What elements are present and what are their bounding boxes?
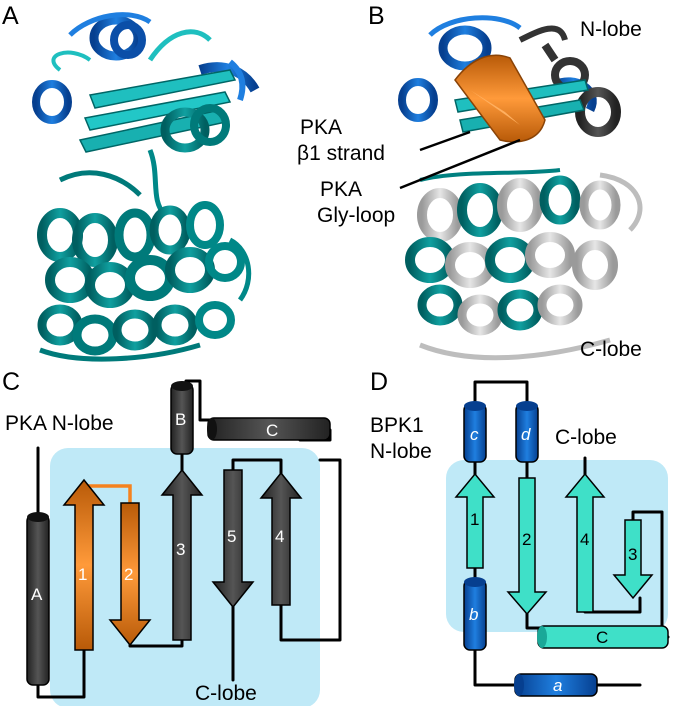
panel-a-n-lobe-helices — [32, 12, 260, 124]
panel-label-c: C — [2, 368, 20, 396]
panel-d-strand-3-label: 3 — [628, 545, 637, 564]
panel-c-helix-a-label: A — [31, 585, 43, 604]
panel-c-strand-2 — [108, 502, 152, 647]
panel-d-title-line2: N-lobe — [370, 440, 432, 463]
panel-b-glyloop-label-line2: Gly-loop — [317, 204, 395, 227]
panel-c-strand-1 — [62, 478, 106, 651]
panel-c-title: PKA N-lobe — [5, 412, 114, 435]
panel-c-strand-4-label: 4 — [275, 527, 284, 546]
panel-d-connector-4-3 — [583, 596, 642, 614]
panel-c-strand-3-label: 3 — [176, 540, 185, 559]
panel-c-strand-3 — [160, 468, 204, 641]
panel-d-connector-2-C — [525, 610, 542, 630]
panel-b-glyloop-pointer — [399, 138, 521, 190]
panel-d-helix-C-label: C — [596, 628, 608, 647]
panel-c-strand-5 — [211, 469, 255, 609]
panel-c-strand-1-label: 1 — [78, 565, 87, 584]
panel-d-strand-4 — [564, 472, 606, 613]
panel-c-helix-c-label: C — [266, 421, 278, 440]
panel-b-beta1-pointer — [419, 130, 471, 152]
panel-b-c-lobe-label: C-lobe — [580, 338, 642, 361]
panel-d-title-line1: BPK1 — [370, 414, 424, 437]
panel-d-topology: c d b a C 1 2 4 3 BPK1 N-lobe C-lobe — [370, 380, 670, 697]
panel-d-helix-b-label: b — [469, 605, 478, 624]
panel-d-connector-b-a — [473, 648, 520, 687]
panel-b-glyloop-label-line1: PKA — [320, 178, 362, 201]
panel-c-strand-5-label: 5 — [227, 527, 236, 546]
panel-b-n-lobe-label: N-lobe — [580, 18, 642, 41]
panel-d-helix-d-label: d — [521, 425, 531, 444]
panel-label-a: A — [2, 2, 19, 30]
panel-c-topology: A B C 1 2 3 5 4 PKA N-lobe C-lobe — [5, 379, 342, 706]
panel-d-strand-2-label: 2 — [522, 530, 531, 549]
panel-b-beta1-label-line1: PKA — [300, 116, 342, 139]
panel-a-c-lobe-helices — [37, 104, 252, 362]
panel-c-connector-5-4 — [231, 458, 283, 480]
panel-c-strand-2-label: 2 — [124, 565, 133, 584]
panel-b-structure — [398, 15, 643, 361]
panel-label-b: B — [368, 2, 385, 30]
panel-c-connector-b-c — [184, 379, 212, 422]
panel-c-helix-b-label: B — [175, 410, 186, 429]
panel-d-helix-c-label: c — [470, 425, 479, 444]
panel-b-beta1-label-line2: β1 strand — [297, 142, 385, 165]
panel-c-connector-a-1 — [36, 648, 86, 699]
panel-c-c-lobe-label: C-lobe — [195, 682, 257, 705]
panel-d-c-lobe-label: C-lobe — [555, 426, 617, 449]
panel-d-background-box — [446, 460, 668, 632]
panel-d-strand-3 — [612, 519, 654, 600]
panel-a-structure — [32, 12, 260, 362]
panel-b-grey-cteal-helices — [405, 168, 643, 361]
panel-d-strand-1-label: 1 — [470, 510, 479, 529]
panel-label-d: D — [370, 368, 388, 396]
panel-d-strand-4-label: 4 — [580, 530, 589, 549]
panel-d-strand-1 — [454, 472, 496, 569]
panel-d-helix-a-label: a — [553, 676, 562, 695]
panel-d-connector-c-d — [473, 380, 529, 407]
panel-c-strand-4 — [259, 471, 303, 606]
panel-c-connector-4-right — [279, 458, 342, 642]
panel-d-strand-2 — [506, 477, 548, 616]
